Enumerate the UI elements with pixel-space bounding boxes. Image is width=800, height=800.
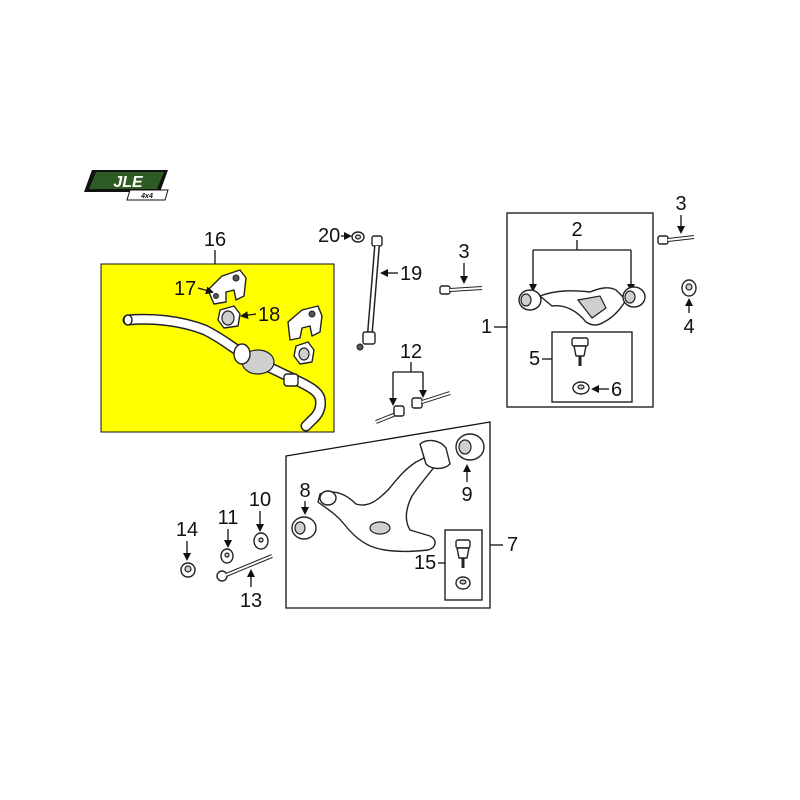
stabilizer-link (356, 235, 383, 351)
callout-6: 6 (611, 379, 622, 401)
logo-sub-text: 4x4 (140, 193, 153, 200)
callout-18: 18 (258, 304, 280, 326)
link-nut (351, 231, 365, 243)
callout-14: 14 (176, 519, 198, 541)
upper-control-arm (518, 286, 646, 326)
callout-19: 19 (400, 263, 422, 285)
stabilizer-bar (122, 313, 326, 432)
cam-nut (180, 562, 196, 578)
callout-2: 2 (571, 219, 582, 241)
stabilizer-bushing (217, 305, 241, 329)
callout-15: 15 (414, 552, 436, 574)
stabilizer-bracket-right (287, 305, 323, 365)
callout-9: 9 (461, 484, 472, 506)
upper-arm-box (506, 212, 654, 408)
lower-ball-joint (455, 539, 471, 590)
upper-arm-bolt-a (439, 285, 483, 295)
upper-ball-joint-nut (572, 381, 590, 395)
callout-3a: 3 (458, 241, 469, 263)
callout-1: 1 (481, 316, 492, 338)
callout-16: 16 (204, 229, 226, 251)
ball-joint-box-lower (444, 529, 483, 601)
washer-small (220, 548, 234, 564)
leader-17 (197, 286, 214, 295)
washer-large (253, 532, 269, 550)
logo-brand-text: JLE (113, 174, 144, 191)
callout-8: 8 (299, 480, 310, 502)
stabilizer-bracket (207, 269, 247, 305)
cam-bolt (216, 554, 273, 582)
callout-7: 7 (507, 534, 518, 556)
callout-20: 20 (318, 225, 340, 247)
lower-control-arm (317, 439, 451, 553)
brand-logo: JLE 4x4 (84, 170, 169, 201)
upper-arm-nut (681, 279, 697, 297)
callout-12: 12 (400, 341, 422, 363)
upper-arm-bolt-b (657, 235, 695, 245)
ball-joint-box-upper (551, 331, 633, 403)
callout-13: 13 (240, 590, 262, 612)
lower-arm-front-bushing (291, 516, 317, 540)
callout-10: 10 (249, 489, 271, 511)
callout-4: 4 (683, 316, 694, 338)
callout-5: 5 (529, 348, 540, 370)
callout-17: 17 (174, 278, 196, 300)
leader-18 (240, 311, 257, 320)
lower-arm-rear-bushing (455, 433, 485, 461)
lower-arm-box (285, 421, 491, 609)
upper-ball-joint (571, 337, 589, 366)
lower-arm-bolts (375, 391, 451, 424)
callout-11: 11 (218, 507, 239, 529)
callout-3b: 3 (675, 193, 686, 215)
